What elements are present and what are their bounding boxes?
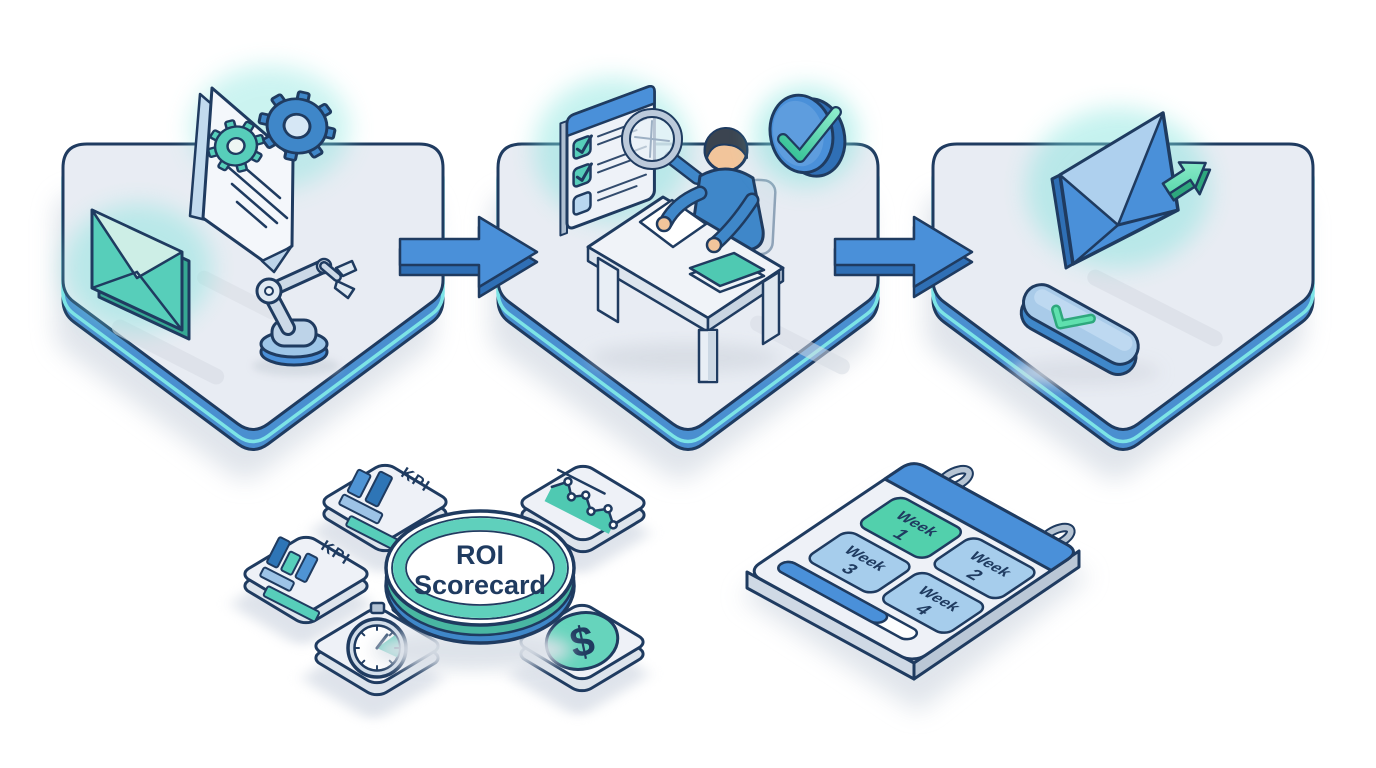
scorecard-shadow xyxy=(372,630,572,670)
robot-wrist xyxy=(321,263,340,280)
stopwatch-crown xyxy=(369,601,386,615)
kpi-card-2: KPI xyxy=(240,536,373,626)
text-line xyxy=(225,164,289,220)
tile-1-icons xyxy=(64,66,358,376)
button-shadow xyxy=(1010,358,1160,386)
flow-arrow-2 xyxy=(833,215,974,299)
flow-arrow-1 xyxy=(398,215,539,299)
small-gear-icon xyxy=(207,119,265,173)
fold-line xyxy=(90,270,139,290)
envelope-icon xyxy=(90,208,191,341)
scorecard-title-line1: ROI xyxy=(456,540,504,570)
roi-scorecard: ROI Scorecard xyxy=(372,509,576,670)
bar-chart-icon xyxy=(259,536,321,623)
teal-book xyxy=(688,251,766,294)
joint-hole xyxy=(264,286,274,296)
surface-shadow-streak xyxy=(197,270,279,320)
page-fold-corner xyxy=(260,245,293,274)
desk-leg xyxy=(697,328,719,384)
line-chart-icon xyxy=(544,468,619,534)
bar-chart-icon xyxy=(338,468,405,553)
text-line xyxy=(230,182,279,225)
tile-2-icons xyxy=(534,78,858,384)
person-hand xyxy=(705,236,723,254)
magnifier-handle xyxy=(666,153,702,183)
magnifier-rim xyxy=(623,110,681,168)
check-mark xyxy=(1053,307,1094,328)
fold-line xyxy=(1116,208,1180,227)
text-line xyxy=(235,200,268,229)
calendar: Week 1 Week 2 Week 3 Week 4 xyxy=(740,449,1090,712)
desk-shadow xyxy=(590,343,780,373)
tile-3-icons xyxy=(1010,108,1212,386)
checkbox-checked xyxy=(574,135,591,159)
arrow-right-icon xyxy=(398,215,539,289)
scorecard-ring xyxy=(393,518,567,618)
gripper-claw xyxy=(333,279,356,300)
calendar-header xyxy=(885,460,1080,570)
arrow-face xyxy=(1161,161,1207,195)
progress-fill xyxy=(774,560,891,626)
checkbox-empty xyxy=(574,191,591,215)
gear-hole xyxy=(282,112,312,140)
check-mark xyxy=(577,164,591,182)
fold-line xyxy=(1071,223,1120,266)
calendar-week-cell-2: Week 2 xyxy=(930,535,1040,601)
person-hair xyxy=(703,127,748,159)
send-arrow-icon xyxy=(1161,161,1212,202)
calendar-week-cell-3: Week 3 xyxy=(805,530,915,596)
check-badge-icon xyxy=(754,86,858,186)
envelope-flap xyxy=(1058,111,1165,227)
calendar-progress-bar xyxy=(774,560,920,642)
gear-hole xyxy=(226,136,246,156)
arrow-right-icon xyxy=(833,215,974,289)
panel-header xyxy=(567,84,654,136)
scorecard-title-line2: Scorecard xyxy=(414,570,546,600)
person-at-desk-icon xyxy=(586,127,785,384)
calendar-week-cell-4: Week 4 xyxy=(878,570,988,636)
desk-leg xyxy=(596,256,620,324)
surface-shadow-streak xyxy=(1087,269,1223,347)
checkbox-checked xyxy=(574,163,591,187)
person-hand xyxy=(655,215,673,233)
glass-line xyxy=(634,136,670,142)
gripper-claw xyxy=(334,259,358,278)
check-mark xyxy=(577,136,591,154)
ring-hairline xyxy=(391,516,569,620)
calendar-week-cell-1: Week 1 xyxy=(856,495,966,561)
approve-button-icon xyxy=(1010,283,1160,386)
desk-leg xyxy=(761,270,781,346)
envelope-flap xyxy=(90,208,184,280)
surface-shadow-streak xyxy=(111,319,225,385)
robot-arm-icon xyxy=(252,257,358,376)
gear-icon xyxy=(257,90,337,162)
ring-hairline xyxy=(405,530,555,606)
send-envelope-icon xyxy=(1050,111,1180,270)
kpi-card-1: KPI xyxy=(319,461,452,553)
magnifier-icon xyxy=(621,108,704,185)
check-mark xyxy=(779,108,840,161)
fold-line xyxy=(135,270,184,332)
